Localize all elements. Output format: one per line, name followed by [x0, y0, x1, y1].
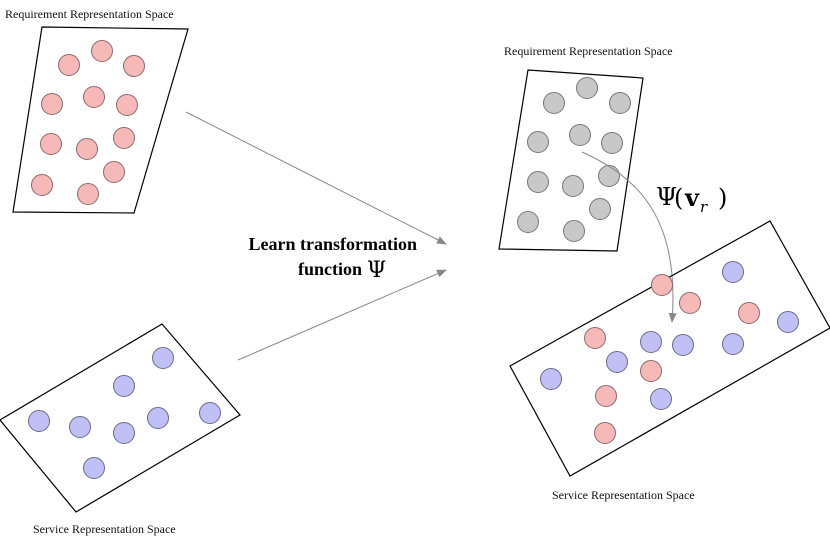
requirement-point	[103, 161, 125, 183]
service-panel-left	[0, 323, 241, 513]
transformed-requirement-point	[563, 220, 585, 242]
requirement-point	[41, 93, 63, 115]
psi-subscript-r: r	[700, 198, 708, 216]
arrow-requirement-to-transform	[185, 111, 447, 245]
requirement-point	[40, 133, 62, 155]
transformed-requirement-point	[527, 171, 549, 193]
service-point	[672, 334, 694, 356]
service-point	[152, 347, 174, 369]
service-point	[69, 416, 91, 438]
requirement-space-left	[12, 26, 189, 214]
requirement-point	[584, 327, 606, 349]
transformed-requirement-point	[543, 92, 565, 114]
service-point	[113, 422, 135, 444]
psi-of-vr-label: Ψ ( v r )	[656, 183, 727, 216]
service-space-left-label: Service Representation Space	[33, 522, 176, 536]
requirement-point	[113, 127, 135, 149]
service-point	[28, 410, 50, 432]
psi-open-paren: (	[674, 184, 683, 212]
learn-transformation-line1: Learn transformation	[249, 234, 417, 254]
requirement-point	[77, 183, 99, 205]
requirement-panel-right	[498, 69, 644, 252]
service-point	[777, 311, 799, 333]
service-space-right	[509, 220, 830, 477]
requirement-point	[116, 94, 138, 116]
requirement-point	[594, 422, 616, 444]
service-panel-right	[509, 220, 830, 477]
requirement-points-left	[31, 40, 145, 205]
service-point	[722, 333, 744, 355]
transformed-requirement-point	[598, 165, 620, 187]
service-point	[650, 388, 672, 410]
requirement-point	[58, 54, 80, 76]
requirement-point	[83, 86, 105, 108]
learn-transformation-line2: function	[298, 259, 362, 279]
service-point	[147, 407, 169, 429]
requirement-space-right-label: Requirement Representation Space	[504, 44, 673, 58]
transformed-requirement-point	[569, 124, 591, 146]
requirement-point	[31, 174, 53, 196]
psi-symbol: Ψ	[367, 258, 386, 283]
requirement-point	[595, 385, 617, 407]
transformed-requirement-point	[601, 132, 623, 154]
requirement-point	[91, 40, 113, 62]
psi-function-symbol: Ψ	[656, 183, 677, 211]
arrow-service-to-transform	[237, 269, 447, 361]
service-point	[640, 331, 662, 353]
service-point	[113, 375, 135, 397]
requirement-space-left-label: Requirement Representation Space	[5, 7, 174, 21]
transformed-requirement-points	[517, 77, 631, 242]
service-space-right-label: Service Representation Space	[552, 488, 695, 502]
service-space-left	[0, 323, 241, 513]
service-and-requirement-points-right	[540, 261, 799, 444]
requirement-point	[679, 292, 701, 314]
psi-vector-v: v	[684, 183, 700, 212]
transformed-requirement-point	[576, 77, 598, 99]
requirement-point	[738, 302, 760, 324]
transformed-requirement-point	[517, 211, 539, 233]
transformed-requirement-point	[609, 92, 631, 114]
requirement-point	[640, 360, 662, 382]
transformed-requirement-point	[589, 198, 611, 220]
requirement-panel-left	[12, 26, 189, 214]
requirement-point	[651, 274, 673, 296]
transformed-requirement-point	[562, 175, 584, 197]
psi-close-paren: )	[718, 184, 727, 212]
requirement-space-right	[498, 69, 644, 252]
service-points-left	[28, 347, 221, 479]
service-point	[606, 351, 628, 373]
transformed-requirement-point	[527, 131, 549, 153]
service-point	[83, 457, 105, 479]
requirement-point	[123, 55, 145, 77]
service-point	[199, 402, 221, 424]
requirement-point	[76, 138, 98, 160]
service-point	[540, 368, 562, 390]
service-point	[722, 261, 744, 283]
